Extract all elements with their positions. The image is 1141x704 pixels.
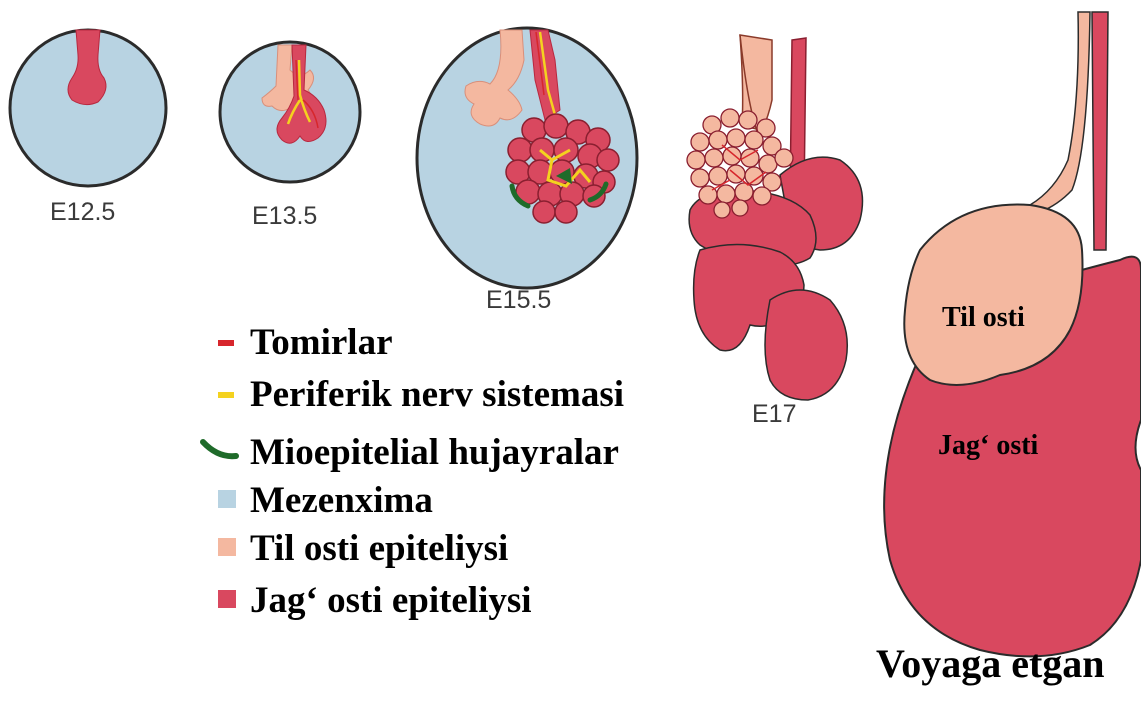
stage-label-adult: Voyaga etgan <box>876 640 1105 687</box>
adult-sublingual-label: Til osti <box>942 302 1025 334</box>
legend-label-myoepithelial: Mioepitelial hujayralar <box>250 428 619 478</box>
legend-label-submandibular: Jag‘ osti epiteliysi <box>250 576 532 626</box>
stage-label-e17: E17 <box>752 400 796 429</box>
yellow-dash-icon <box>218 392 234 398</box>
legend-label-mesenchyme: Mezenxima <box>250 476 433 526</box>
legend-label-nerves: Periferik nerv sistemasi <box>250 370 624 420</box>
stage-e15-drawing <box>417 28 637 288</box>
green-curve-icon <box>200 434 240 464</box>
peach-square-icon <box>218 538 236 556</box>
blue-square-icon <box>218 490 236 508</box>
stage-adult-drawing <box>884 12 1141 656</box>
stage-label-e13: E13.5 <box>252 202 317 231</box>
stage-label-e12: E12.5 <box>50 198 115 227</box>
stage-label-e15: E15.5 <box>486 286 551 315</box>
stage-e12-drawing <box>10 30 166 186</box>
stage-e17-drawing <box>687 35 863 400</box>
adult-submandibular-label: Jag‘ osti <box>938 430 1038 462</box>
legend-label-sublingual: Til osti epiteliysi <box>250 524 508 574</box>
legend-label-vessels: Tomirlar <box>250 318 393 368</box>
red-dash-icon <box>218 340 234 346</box>
stage-e13-drawing <box>220 42 360 182</box>
crimson-square-icon <box>218 590 236 608</box>
